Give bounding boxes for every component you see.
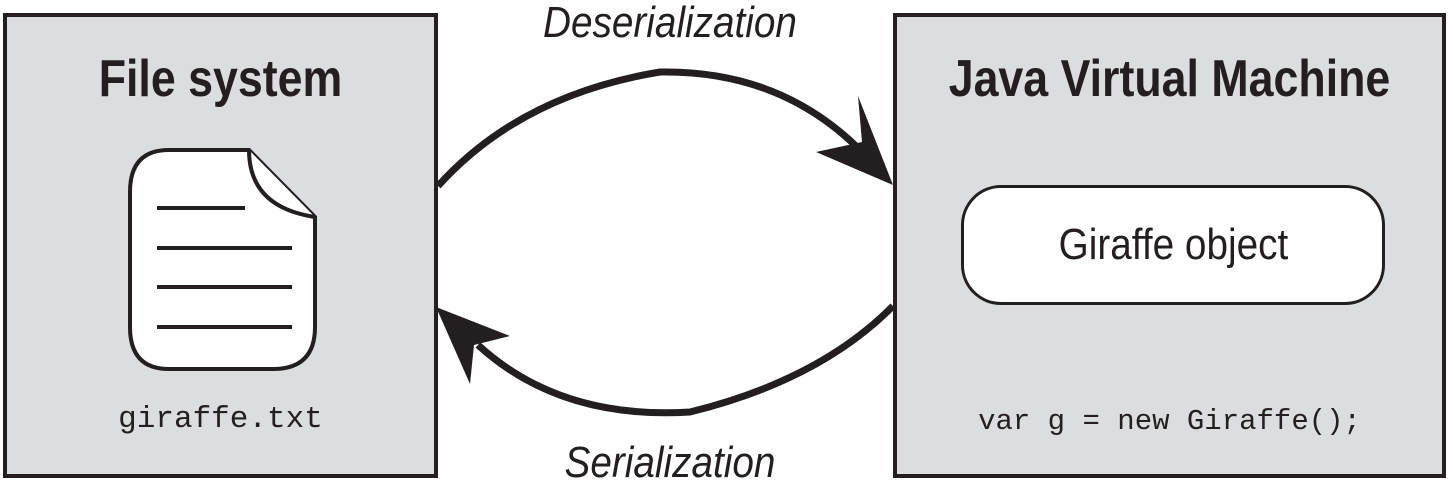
deserialization-arrowhead: [816, 96, 893, 185]
jvm-panel: Java Virtual Machine Giraffe object var …: [893, 13, 1446, 478]
document-icon: [128, 148, 317, 371]
deserialization-label: Deserialization: [543, 0, 797, 47]
code-line: var g = new Giraffe();: [978, 405, 1361, 438]
giraffe-object-box: Giraffe object: [961, 185, 1385, 305]
jvm-title: Java Virtual Machine: [948, 50, 1391, 108]
giraffe-object-label: Giraffe object: [1058, 220, 1288, 269]
serialization-arrowhead: [436, 307, 510, 384]
file-system-title: File system: [98, 50, 343, 108]
filename-label: giraffe.txt: [118, 402, 323, 437]
serialization-arrow: [475, 303, 896, 417]
file-system-panel: File system giraffe.txt: [3, 13, 438, 478]
deserialization-arrow: [435, 68, 863, 189]
serialization-label: Serialization: [564, 438, 776, 487]
